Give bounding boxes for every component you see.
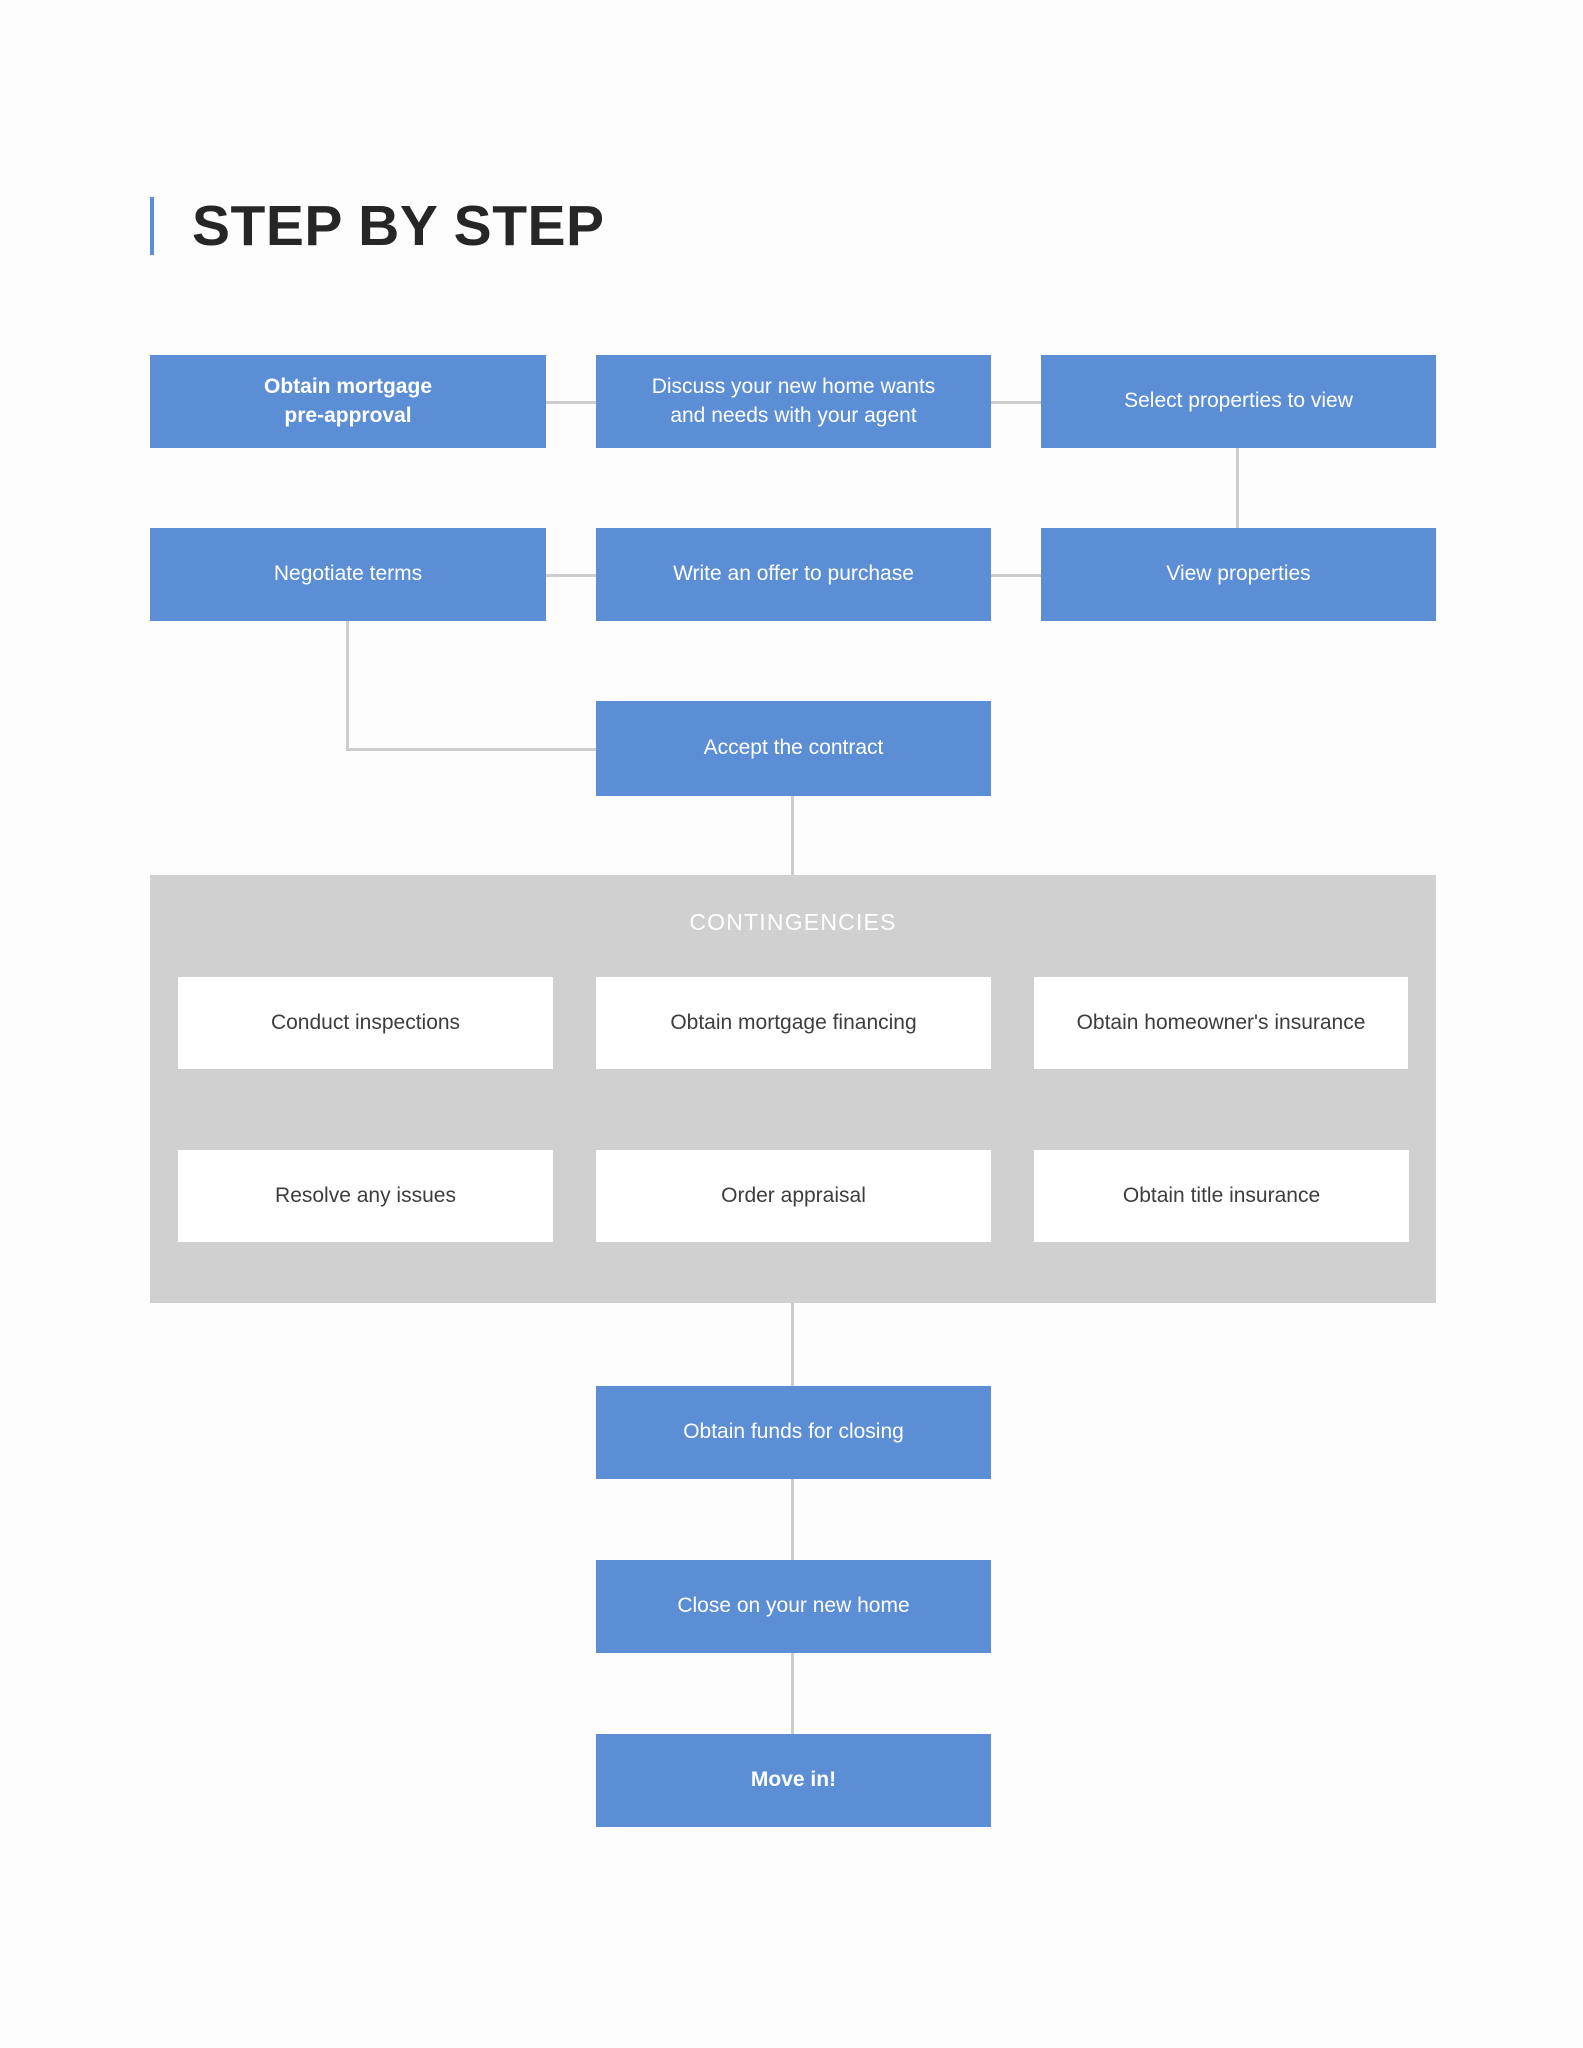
- connector-negotiate-to-accept: [346, 748, 597, 751]
- connector-row2-3to2: [991, 574, 1041, 577]
- contingencies-panel: CONTINGENCIES Conduct inspections Obtain…: [150, 875, 1436, 1303]
- page-title: STEP BY STEP: [150, 190, 605, 262]
- connector-close-to-movein: [791, 1652, 794, 1748]
- node-obtain-mortgage-financing[interactable]: Obtain mortgage financing: [596, 977, 991, 1069]
- connector-contingencies-to-funds: [791, 1303, 794, 1399]
- connector-row1-2to3: [991, 401, 1041, 404]
- node-obtain-title-insurance[interactable]: Obtain title insurance: [1034, 1150, 1409, 1242]
- node-select-properties-to-view[interactable]: Select properties to view: [1041, 355, 1436, 448]
- connector-row1-1to2: [546, 401, 596, 404]
- connector-select-to-view: [1236, 448, 1239, 536]
- node-order-appraisal[interactable]: Order appraisal: [596, 1150, 991, 1242]
- node-accept-the-contract[interactable]: Accept the contract: [596, 701, 991, 796]
- node-obtain-funds-for-closing[interactable]: Obtain funds for closing: [596, 1386, 991, 1479]
- connector-negotiate-down: [346, 620, 349, 750]
- node-close-on-your-new-home[interactable]: Close on your new home: [596, 1560, 991, 1653]
- connector-row2-2to1: [546, 574, 596, 577]
- node-move-in[interactable]: Move in!: [596, 1734, 991, 1827]
- node-obtain-mortgage-pre-approval[interactable]: Obtain mortgage pre-approval: [150, 355, 546, 448]
- connector-accept-to-contingencies: [791, 795, 794, 875]
- node-discuss-home-wants[interactable]: Discuss your new home wants and needs wi…: [596, 355, 991, 448]
- node-resolve-any-issues[interactable]: Resolve any issues: [178, 1150, 553, 1242]
- node-write-an-offer-to-purchase[interactable]: Write an offer to purchase: [596, 528, 991, 621]
- node-view-properties[interactable]: View properties: [1041, 528, 1436, 621]
- page-title-text: STEP BY STEP: [192, 193, 605, 258]
- node-negotiate-terms[interactable]: Negotiate terms: [150, 528, 546, 621]
- contingencies-heading: CONTINGENCIES: [689, 909, 897, 935]
- title-accent-bar: [150, 197, 154, 255]
- node-conduct-inspections[interactable]: Conduct inspections: [178, 977, 553, 1069]
- node-obtain-homeowners-insurance[interactable]: Obtain homeowner's insurance: [1034, 977, 1408, 1069]
- connector-funds-to-close: [791, 1478, 794, 1574]
